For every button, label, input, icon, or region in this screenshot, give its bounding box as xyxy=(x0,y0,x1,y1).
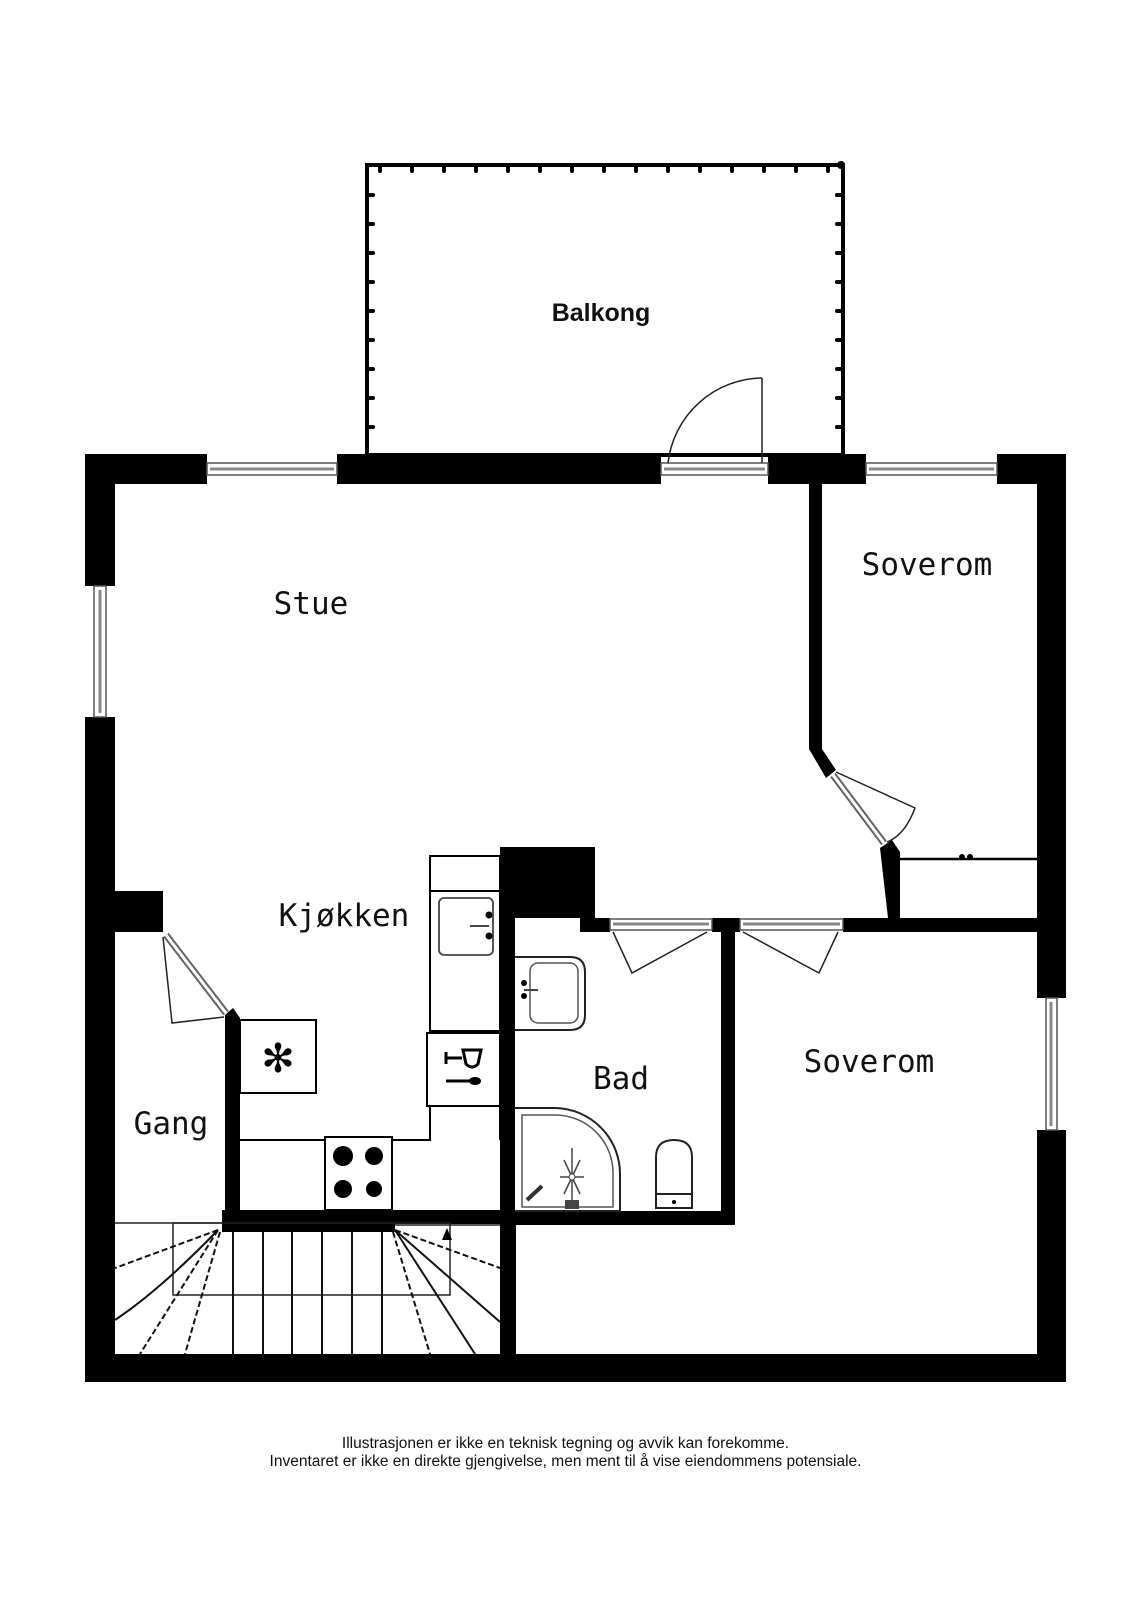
staircase xyxy=(114,1222,501,1355)
window-top-living xyxy=(206,462,338,476)
shower-icon xyxy=(515,1107,622,1212)
label-hall: Gang xyxy=(134,1106,209,1142)
disclaimer-line-1: Illustrasjonen er ikke en teknisk tegnin… xyxy=(341,1435,790,1452)
bath-sink-icon xyxy=(515,956,586,1031)
windows xyxy=(93,462,1058,1131)
window-left-living xyxy=(93,585,107,718)
svg-text:✻: ✻ xyxy=(261,1036,295,1082)
stair-arrow-icon xyxy=(442,1228,452,1240)
doors xyxy=(162,771,916,1024)
door-bedroom-top xyxy=(830,771,916,846)
kitchen-sink-icon xyxy=(438,897,494,956)
door-hall xyxy=(162,932,229,1024)
label-bedroom-top: Soverom xyxy=(862,547,993,583)
label-kitchen: Kjøkken xyxy=(279,898,410,934)
label-living: Stue xyxy=(274,586,349,622)
label-bath: Bad xyxy=(593,1061,649,1097)
bath-fixtures xyxy=(515,956,693,1212)
room-labels: Balkong Stue Soverom Kjøkken Bad Gang So… xyxy=(134,299,993,1142)
label-bedroom-bottom: Soverom xyxy=(804,1044,935,1080)
window-right-bedroom xyxy=(1045,997,1058,1131)
disclaimer-line-2: Inventaret er ikke en direkte gjengivels… xyxy=(269,1453,862,1470)
dishwasher-icon xyxy=(426,1032,501,1107)
window-top-bedroom xyxy=(865,462,998,476)
label-balcony: Balkong xyxy=(552,299,651,327)
stove-icon xyxy=(324,1136,393,1211)
interior-walls xyxy=(115,484,1037,1354)
toilet-icon xyxy=(655,1138,693,1209)
kitchen-fixtures: ✻ xyxy=(239,855,501,1211)
balcony-door xyxy=(660,377,769,476)
door-bedroom-bottom xyxy=(739,918,844,975)
fridge-icon: ✻ xyxy=(239,1019,317,1094)
exterior-walls xyxy=(85,454,1066,1382)
door-bath xyxy=(609,918,713,975)
